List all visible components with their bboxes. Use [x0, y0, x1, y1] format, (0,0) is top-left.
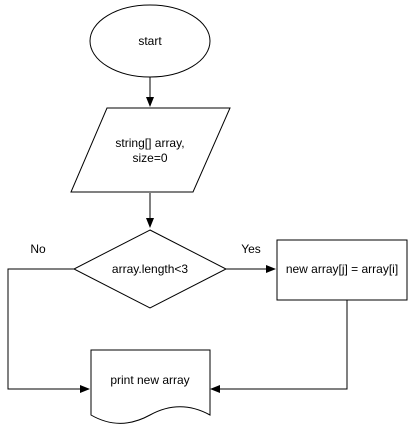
decision-node-label: array.length<3 [112, 262, 188, 276]
edge-decision-to-output: No [7, 242, 90, 393]
input-node-label-line2: size=0 [132, 151, 167, 165]
output-node: print new array [90, 349, 211, 424]
assign-node: new array[j] = array[i] [276, 239, 408, 301]
input-node: string[] array, size=0 [70, 107, 231, 193]
edge-decision-to-assign: Yes [226, 242, 276, 273]
start-node-label: start [138, 34, 162, 48]
edge-label-no: No [30, 242, 46, 256]
decision-node: array.length<3 [72, 229, 228, 309]
edge-label-yes: Yes [241, 242, 261, 256]
assign-node-label: new array[j] = array[i] [286, 262, 398, 276]
input-node-label-line1: string[] array, [115, 136, 184, 150]
edge-assign-to-output [210, 300, 348, 393]
start-node: start [89, 4, 211, 78]
output-node-label: print new array [110, 373, 189, 387]
